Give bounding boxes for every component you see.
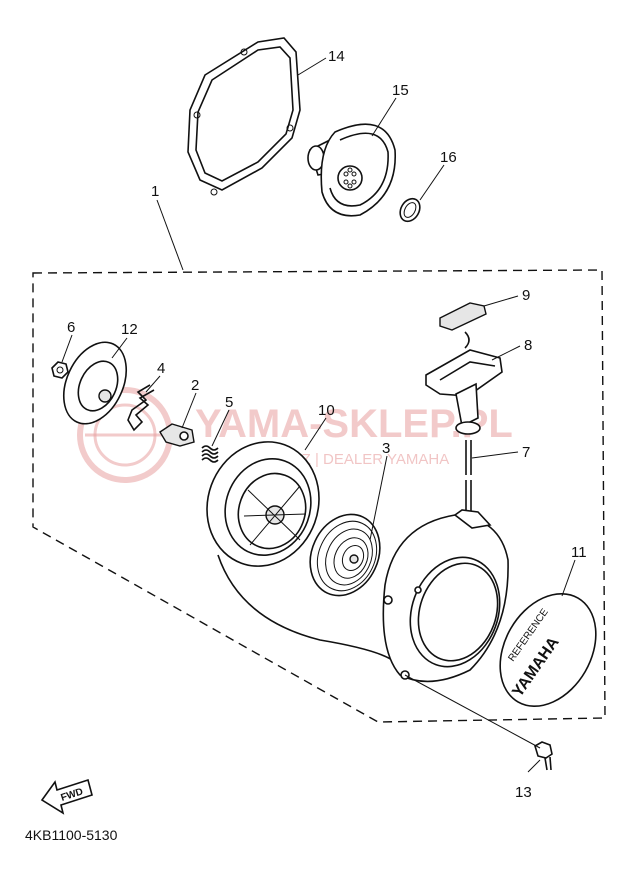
callout-4: 4 [157,360,165,377]
rope-part [465,440,472,520]
reel-part [206,441,320,567]
starter-handle-part [425,331,503,435]
fwd-arrow-icon: FWD [40,778,93,815]
callouts: 1 2 3 4 5 6 7 8 9 10 11 12 13 14 15 16 [67,48,587,801]
drive-plate-part [62,341,128,425]
callout-14: 14 [328,48,345,65]
leader-lines [61,57,576,773]
callout-2: 2 [191,377,199,394]
callout-9: 9 [522,287,530,304]
callout-5: 5 [225,394,233,411]
emblem-part: YAMAHA REFERENCE [499,592,597,708]
callout-1: 1 [151,183,159,200]
callout-15: 15 [392,82,409,99]
o-ring-part [399,197,421,223]
callout-8: 8 [524,337,532,354]
callout-16: 16 [440,149,457,166]
callout-7: 7 [522,444,530,461]
part-code: 4KB1100-5130 [25,827,118,843]
callout-6: 6 [67,319,75,336]
starter-rope [217,554,396,663]
spring-clip-part [127,384,155,432]
callout-12: 12 [121,321,138,338]
callout-11: 11 [571,544,587,561]
ratchet-pawl-part [159,423,195,447]
assembly-boundary [32,269,606,723]
starter-case-part [382,509,509,683]
callout-3: 3 [382,440,390,457]
small-spring-part [201,445,219,463]
callout-10: 10 [318,402,335,419]
gasket-part [187,37,301,196]
recoil-spring-part [309,513,381,597]
starter-pulley-part [307,123,396,217]
handle-cap-part [439,302,487,331]
bolt-part [534,741,553,771]
nut-part [51,361,69,379]
callout-13: 13 [515,784,532,801]
